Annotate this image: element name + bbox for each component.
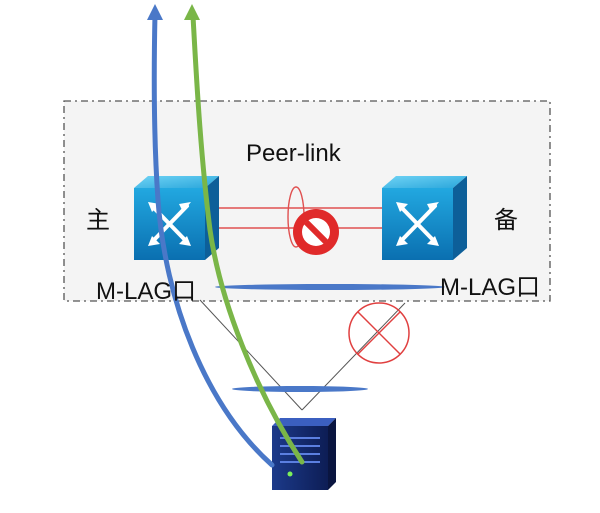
lag-bundle-top [215, 284, 445, 290]
primary-switch-label: 主 [86, 207, 110, 234]
flow-arrowhead-green [184, 4, 200, 20]
switch-icon [382, 176, 467, 260]
flow-arrowhead-blue [147, 4, 163, 20]
switch-icon [134, 176, 219, 260]
lag-bundle-bottom [232, 386, 368, 392]
traffic-flow-blue [151, 11, 275, 468]
mlag-port-label-left: M-LAG口 [96, 278, 197, 305]
mlag-port-label-right: M-LAG口 [440, 274, 541, 301]
backup-switch-label: 备 [494, 207, 518, 234]
failed-link-mark [348, 302, 410, 364]
prohibited-icon [293, 209, 339, 255]
traffic-flow-green [190, 13, 305, 465]
peer-link-label: Peer-link [246, 140, 341, 167]
